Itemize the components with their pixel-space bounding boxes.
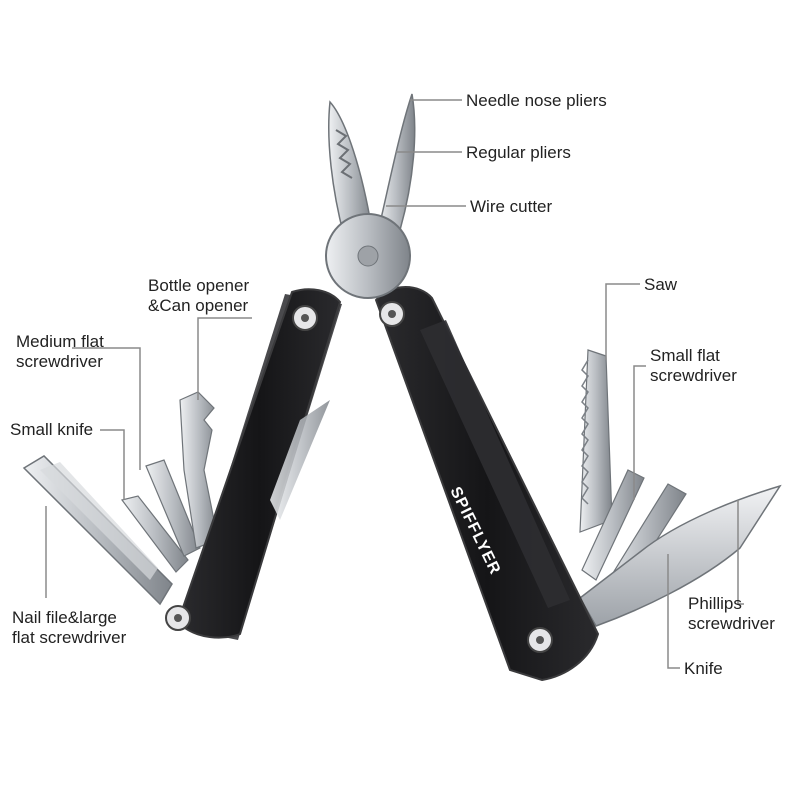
label-text-line1: Medium flat <box>16 332 104 351</box>
label-saw: Saw <box>644 275 677 295</box>
leader-bottle-opener <box>197 317 252 400</box>
label-text-line1: Small flat <box>650 346 720 365</box>
label-text-line1: Nail file&large <box>12 608 117 627</box>
leader-medium-flat <box>72 347 141 470</box>
label-text: Small knife <box>10 420 94 439</box>
label-text-line2: screwdriver <box>650 366 737 385</box>
label-text: Knife <box>684 659 723 678</box>
label-text-line2: flat screwdriver <box>12 628 127 647</box>
right-handle: SPIFFLYER <box>374 286 600 682</box>
label-bottle-opener: Bottle opener &Can opener <box>148 276 249 316</box>
leader-saw <box>605 283 640 360</box>
small-flat-screwdriver-blade <box>581 469 645 581</box>
saw-blade <box>579 349 613 533</box>
label-text-line2: screwdriver <box>16 352 103 371</box>
small-knife-blade <box>120 495 189 573</box>
label-text-line1: Phillips <box>688 594 742 613</box>
label-text: Regular pliers <box>466 143 571 162</box>
plier-head <box>325 93 416 299</box>
label-text: Needle nose pliers <box>466 91 607 110</box>
label-knife: Knife <box>684 659 723 679</box>
bottle-can-opener-blade <box>179 391 219 549</box>
label-small-knife: Small knife <box>10 420 93 440</box>
leader-knife <box>667 554 680 669</box>
leader-lines <box>45 99 744 669</box>
label-text: Saw <box>644 275 678 294</box>
label-text: Wire cutter <box>470 197 553 216</box>
label-needle-nose-pliers: Needle nose pliers <box>466 91 607 111</box>
left-handle <box>165 288 342 640</box>
nail-file-large-flat-screwdriver <box>22 455 173 606</box>
leader-small-flat <box>633 365 646 500</box>
label-text-line1: Bottle opener <box>148 276 250 295</box>
label-text-line2: &Can opener <box>148 296 249 315</box>
label-nail-file: Nail file&large flat screwdriver <box>12 608 126 648</box>
label-medium-flat-screwdriver: Medium flat screwdriver <box>16 332 104 372</box>
medium-flat-screwdriver-blade <box>145 459 201 557</box>
label-phillips-screwdriver: Phillips screwdriver <box>688 594 775 634</box>
leader-small-knife <box>100 429 125 500</box>
leader-phillips <box>737 500 744 605</box>
label-text-line2: screwdriver <box>688 614 775 633</box>
label-small-flat-screwdriver: Small flat screwdriver <box>650 346 737 386</box>
label-wire-cutter: Wire cutter <box>470 197 552 217</box>
label-regular-pliers: Regular pliers <box>466 143 571 163</box>
